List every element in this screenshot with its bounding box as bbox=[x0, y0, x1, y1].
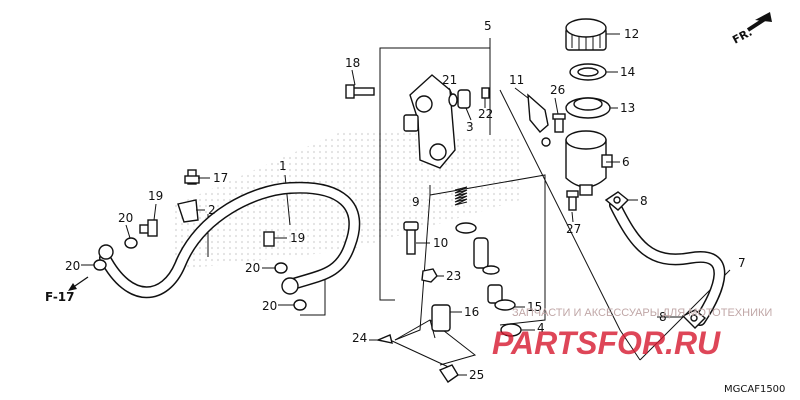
callout-13: 13 bbox=[620, 101, 635, 115]
callout-23: 23 bbox=[446, 269, 461, 283]
o-ring-21 bbox=[448, 93, 458, 107]
bolt-19-left bbox=[139, 219, 158, 237]
reservoir-stay bbox=[527, 93, 551, 147]
bolt-18 bbox=[345, 84, 375, 99]
hose-clamp-2 bbox=[177, 199, 199, 223]
callout-3: 3 bbox=[466, 120, 474, 134]
callout-21: 21 bbox=[442, 73, 457, 87]
callout-7: 7 bbox=[738, 256, 746, 270]
bolt-26 bbox=[552, 113, 566, 133]
reservoir-hose bbox=[609, 199, 726, 326]
washer-20-c bbox=[274, 262, 288, 274]
callout-1: 1 bbox=[279, 159, 287, 173]
callout-20-c: 20 bbox=[245, 261, 260, 275]
nut-23 bbox=[421, 268, 438, 283]
callout-20-b: 20 bbox=[65, 259, 80, 273]
frame-ref-arrow-icon bbox=[68, 276, 89, 291]
watermark-text: ЗАПЧАСТИ И АКСЕССУАРЫ ДЛЯ МОТОТЕХНИКИ bbox=[512, 307, 772, 319]
reservoir-plate bbox=[569, 63, 607, 81]
callout-10: 10 bbox=[433, 236, 448, 250]
washer-20-b bbox=[93, 259, 107, 271]
bolt-27 bbox=[566, 190, 579, 211]
callout-ticks bbox=[81, 33, 685, 376]
hose-eye-left bbox=[98, 244, 114, 260]
snap-ring-15 bbox=[494, 299, 516, 311]
washer-20-d bbox=[293, 299, 307, 311]
callout-4: 4 bbox=[537, 321, 545, 335]
callout-11: 11 bbox=[509, 73, 524, 87]
callout-14: 14 bbox=[620, 65, 635, 79]
callout-25: 25 bbox=[469, 368, 484, 382]
bolt-10 bbox=[403, 221, 419, 255]
clip-25 bbox=[438, 364, 459, 383]
callout-labels: 1 2 3 4 5 6 7 8 8 9 10 11 12 13 14 15 16… bbox=[65, 19, 746, 382]
callout-18: 18 bbox=[345, 56, 360, 70]
cotter-pin-24 bbox=[375, 334, 393, 344]
callout-2: 2 bbox=[208, 203, 216, 217]
callout-6: 6 bbox=[622, 155, 630, 169]
leader-lines bbox=[207, 38, 731, 371]
washer-20-a bbox=[124, 237, 138, 249]
hose-clip-upper bbox=[604, 191, 630, 211]
watermark-logo: PARTSFOR.RU bbox=[492, 325, 721, 361]
piston bbox=[455, 222, 500, 275]
hose-eye-right bbox=[281, 277, 299, 295]
callout-19-right: 19 bbox=[290, 231, 305, 245]
hose-clip-lower bbox=[681, 309, 707, 329]
callout-19-left: 19 bbox=[148, 189, 163, 203]
joint-clevis bbox=[431, 304, 451, 332]
screw-22 bbox=[481, 87, 490, 99]
joint-3 bbox=[457, 89, 471, 109]
reservoir-diaphragm bbox=[565, 97, 611, 119]
brake-hose bbox=[99, 181, 361, 299]
callout-5: 5 bbox=[484, 19, 492, 33]
callout-24: 24 bbox=[352, 331, 367, 345]
frame-reference: F-17 bbox=[45, 290, 75, 304]
callout-8-upper: 8 bbox=[640, 194, 648, 208]
forward-arrow-icon bbox=[746, 12, 772, 32]
callout-16: 16 bbox=[464, 305, 479, 319]
callout-27: 27 bbox=[566, 222, 581, 236]
callout-26: 26 bbox=[550, 83, 565, 97]
callout-9: 9 bbox=[412, 195, 420, 209]
callout-22: 22 bbox=[478, 107, 493, 121]
callout-12: 12 bbox=[624, 27, 639, 41]
master-cylinder bbox=[403, 74, 456, 169]
diagram-code: MGCAF1500 bbox=[724, 384, 785, 395]
callout-15: 15 bbox=[527, 300, 542, 314]
callout-17: 17 bbox=[213, 171, 228, 185]
spring bbox=[454, 186, 468, 206]
reservoir-tank bbox=[565, 130, 613, 196]
callout-20-d: 20 bbox=[262, 299, 277, 313]
bolt-19-right bbox=[263, 231, 275, 247]
bolt-17 bbox=[184, 169, 200, 185]
callout-20-a: 20 bbox=[118, 211, 133, 225]
reservoir-cap bbox=[565, 18, 607, 51]
